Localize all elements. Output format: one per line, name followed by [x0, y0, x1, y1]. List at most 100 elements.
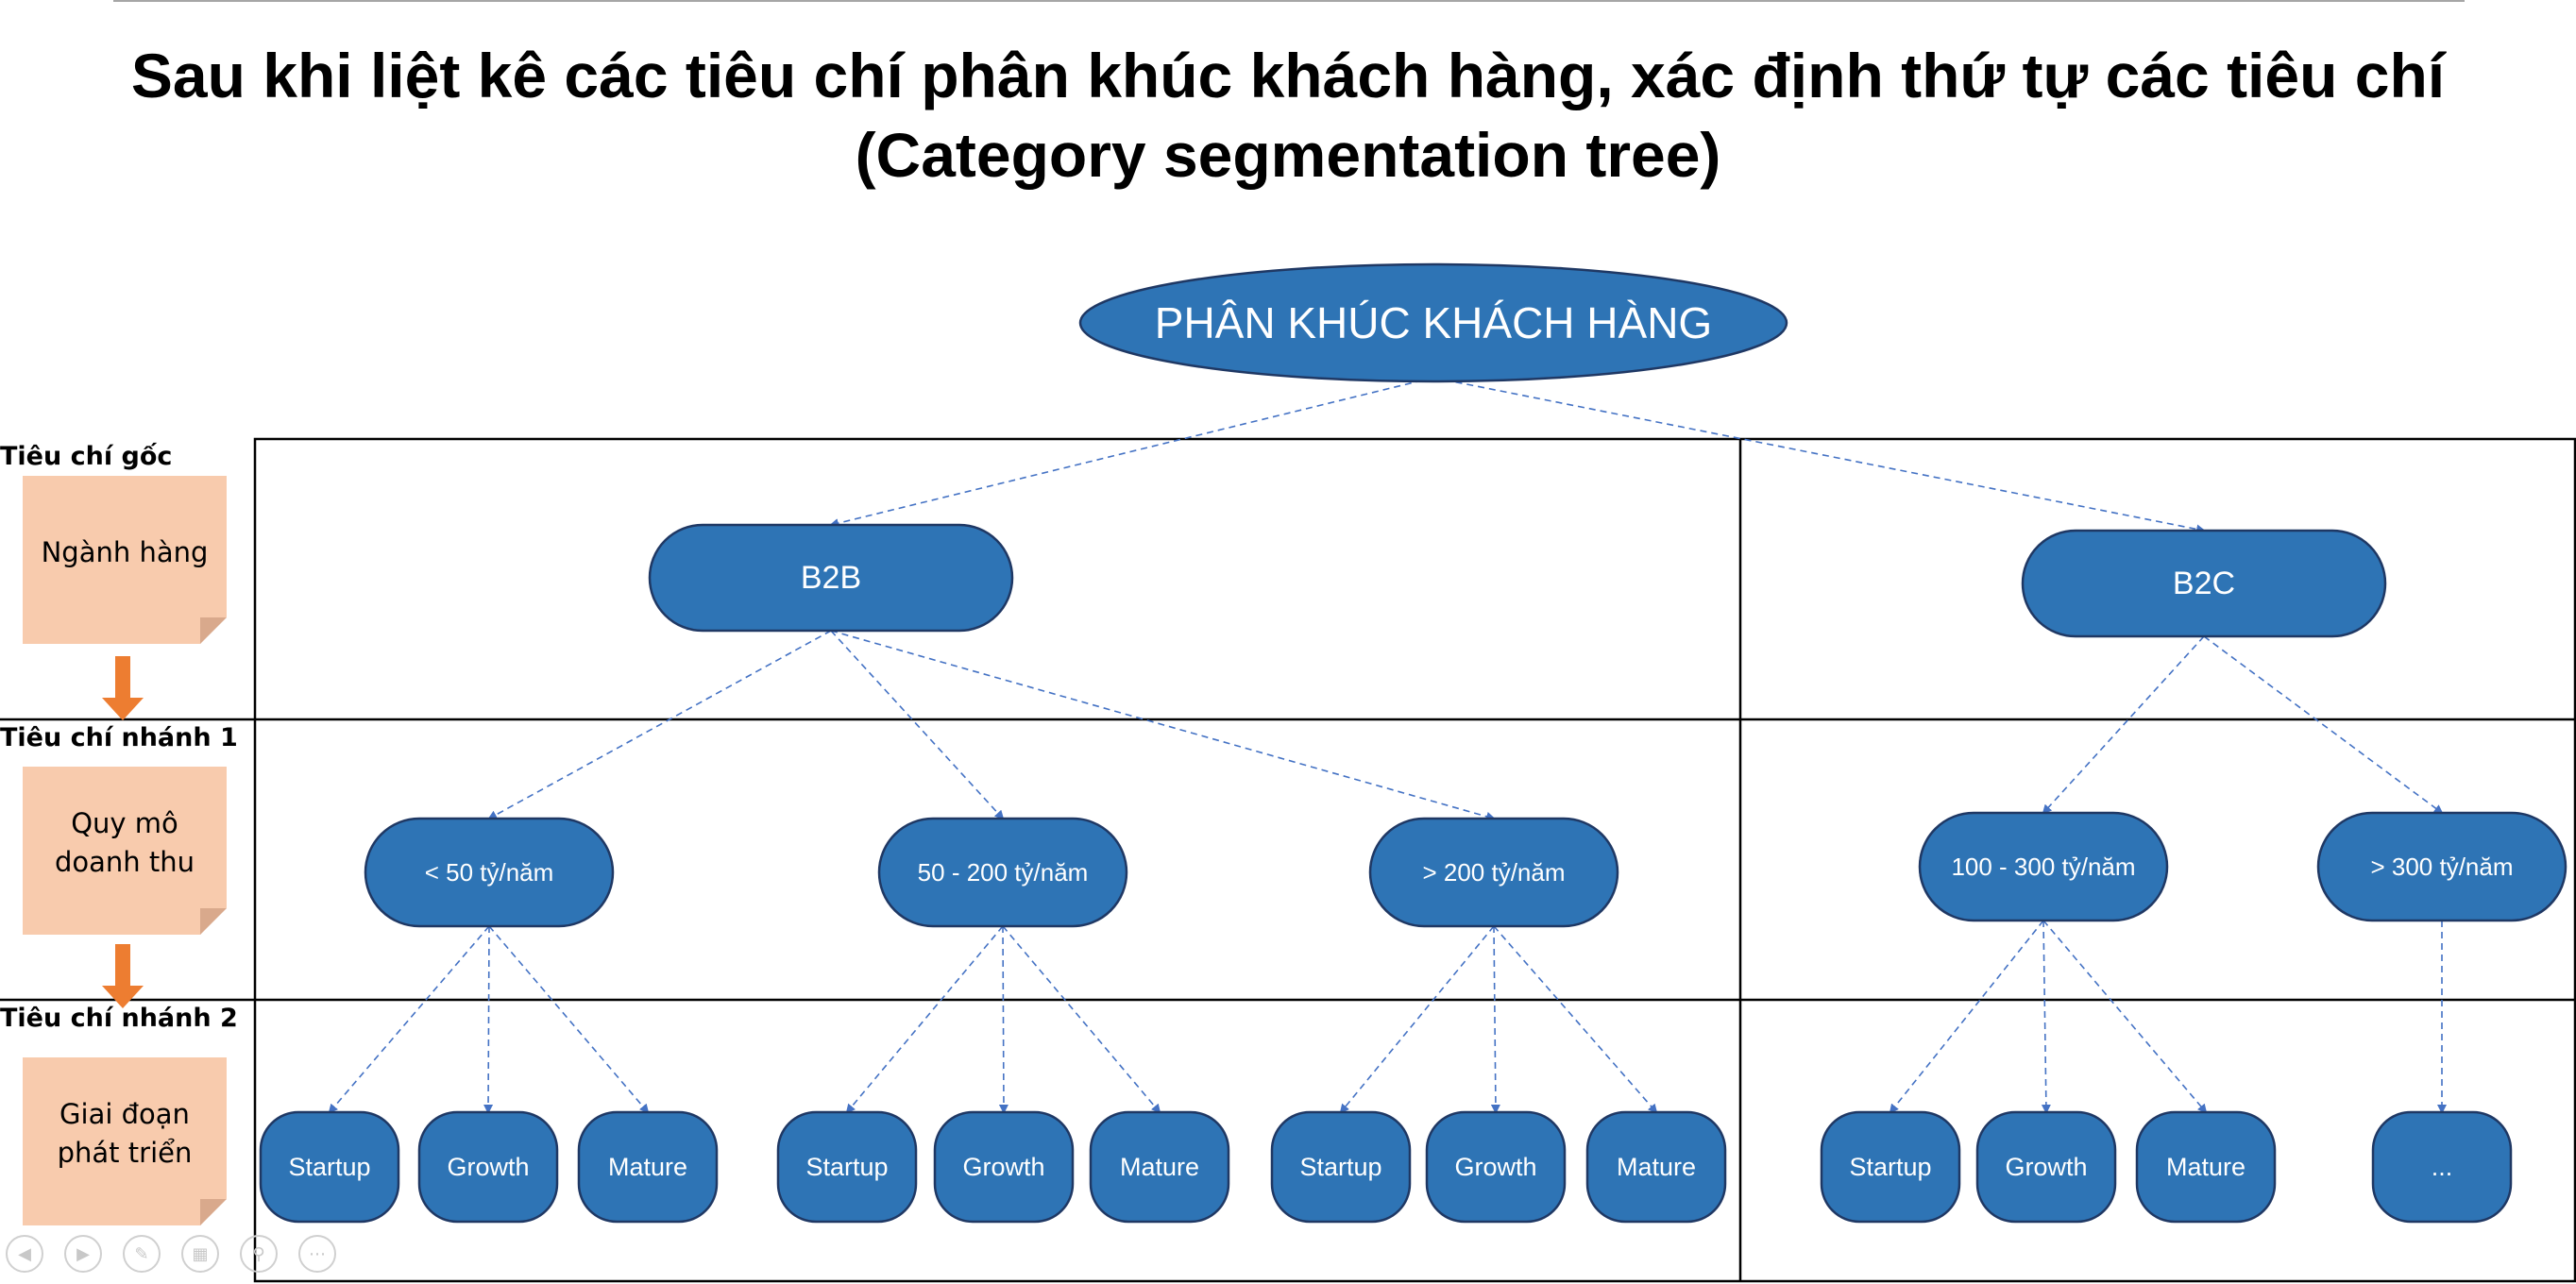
stage-node: Growth — [417, 1110, 559, 1224]
industry-node-shape — [648, 523, 1014, 633]
revenue-node: 50 - 200 tỷ/năm — [877, 817, 1128, 928]
stage-node-shape — [2135, 1110, 2277, 1224]
connectors — [328, 377, 2447, 1114]
slides-icon[interactable]: ▦ — [181, 1235, 219, 1273]
stage-node-label: Startup — [288, 1153, 370, 1181]
revenue-node: > 300 tỷ/năm — [2316, 811, 2568, 922]
root-node: PHÂN KHÚC KHÁCH HÀNG — [1078, 262, 1788, 383]
stage-node: Mature — [1089, 1110, 1230, 1224]
industry-node-label: B2B — [801, 560, 861, 596]
connector — [830, 630, 1496, 821]
arrow-down-icon — [102, 656, 144, 720]
revenue-node-shape — [2316, 811, 2568, 922]
stage-node: Startup — [259, 1110, 400, 1224]
stage-node-shape — [1820, 1110, 1961, 1224]
title-line-2: (Category segmentation tree) — [855, 120, 1721, 190]
revenue-node-shape — [364, 817, 615, 928]
nodes: PHÂN KHÚC KHÁCH HÀNG B2B < 50 tỷ/nămStartu… — [259, 262, 2568, 1224]
level-label-branch-2: Tiêu chí nhánh 2 — [0, 1004, 238, 1033]
stage-node-shape — [1585, 1110, 1727, 1224]
industry-node: B2B — [648, 523, 1014, 633]
stage-node: Startup — [776, 1110, 918, 1224]
stage-node: Growth — [1425, 1110, 1567, 1224]
level-label-branch-1: Tiêu chí nhánh 1 — [0, 723, 238, 752]
revenue-node-label: 50 - 200 tỷ/năm — [918, 858, 1089, 887]
revenue-node: < 50 tỷ/năm — [364, 817, 615, 928]
more-icon[interactable]: ⋯ — [298, 1235, 336, 1273]
title-line-1: Sau khi liệt kê các tiêu chí phân khúc k… — [130, 41, 2446, 110]
next-icon[interactable]: ▶ — [64, 1235, 102, 1273]
note-stage-line-2: phát triển — [57, 1137, 193, 1169]
note-revenue-line-2: doanh thu — [54, 846, 195, 878]
connector — [487, 630, 832, 819]
level-grid — [0, 437, 2576, 1283]
arrow-down-icon — [102, 944, 144, 1008]
connector — [328, 925, 490, 1114]
stage-node-shape — [1270, 1110, 1412, 1224]
revenue-node: > 200 tỷ/năm — [1368, 817, 1619, 928]
connector — [2203, 635, 2444, 815]
note-stage-line-1: Giai đoạn — [59, 1098, 190, 1130]
stage-node-label: Startup — [1849, 1153, 1931, 1181]
connector — [483, 925, 494, 1114]
connector — [998, 925, 1008, 1114]
stage-node-shape — [1089, 1110, 1230, 1224]
prev-icon[interactable]: ◀ — [6, 1235, 43, 1273]
connector — [1432, 377, 2206, 534]
stage-node: Growth — [1975, 1110, 2117, 1224]
revenue-node-shape — [1918, 811, 2169, 922]
note-revenue-line-1: Quy mô — [71, 807, 178, 839]
industry-node: B2C — [2021, 529, 2387, 638]
connector — [2041, 920, 2051, 1114]
stage-node-shape — [259, 1110, 400, 1224]
stage-node: Mature — [2135, 1110, 2277, 1224]
stage-node-shape — [417, 1110, 559, 1224]
stage-node-shape — [2371, 1110, 2513, 1224]
stage-node-label: ... — [2432, 1153, 2453, 1181]
connector — [2042, 635, 2205, 815]
stage-node: Mature — [1585, 1110, 1727, 1224]
stage-node-label: Growth — [447, 1153, 529, 1181]
connector — [830, 630, 1005, 820]
connector — [1493, 925, 1658, 1114]
revenue-node: 100 - 300 tỷ/năm — [1918, 811, 2169, 922]
stage-node-label: Growth — [962, 1153, 1044, 1181]
stage-node: ... — [2371, 1110, 2513, 1224]
stage-node-shape — [1975, 1110, 2117, 1224]
stage-node-shape — [933, 1110, 1075, 1224]
root-node-label: PHÂN KHÚC KHÁCH HÀNG — [1155, 298, 1712, 347]
note-stage: Giai đoạn phát triển — [23, 1057, 227, 1225]
stage-node-label: Mature — [1120, 1153, 1199, 1181]
root-node-shape — [1078, 262, 1788, 383]
stage-node: Startup — [1820, 1110, 1961, 1224]
connector — [1002, 925, 1161, 1114]
connector — [845, 925, 1004, 1114]
zoom-icon[interactable]: ⚲ — [240, 1235, 278, 1273]
connector — [2042, 920, 2208, 1114]
note-industry: Ngành hàng — [23, 476, 227, 644]
connector — [488, 925, 650, 1114]
stage-node-shape — [776, 1110, 918, 1224]
stage-node-label: Mature — [1617, 1153, 1696, 1181]
stage-node-label: Startup — [1299, 1153, 1381, 1181]
level-label-root: Tiêu chí gốc — [0, 442, 173, 471]
industry-node-label: B2C — [2173, 566, 2235, 601]
revenue-node-shape — [877, 817, 1128, 928]
revenue-node-label: > 200 tỷ/năm — [1422, 858, 1565, 887]
note-revenue: Quy mô doanh thu — [23, 767, 227, 935]
revenue-node-label: > 300 tỷ/năm — [2370, 853, 2513, 881]
slide-nav-toolbar: ◀ ▶ ✎ ▦ ⚲ ⋯ — [6, 1235, 336, 1273]
top-rule — [113, 0, 2465, 2]
stage-node: Growth — [933, 1110, 1075, 1224]
connector — [1490, 925, 1500, 1114]
pen-icon[interactable]: ✎ — [123, 1235, 161, 1273]
industry-node-shape — [2021, 529, 2387, 638]
stage-node-label: Mature — [608, 1153, 687, 1181]
stage-node-label: Mature — [2166, 1153, 2246, 1181]
stage-node-label: Startup — [805, 1153, 888, 1181]
stage-node-shape — [1425, 1110, 1567, 1224]
note-industry-line-1: Ngành hàng — [41, 535, 209, 568]
connector — [1889, 920, 2044, 1114]
revenue-node-label: 100 - 300 tỷ/năm — [1951, 853, 2135, 881]
